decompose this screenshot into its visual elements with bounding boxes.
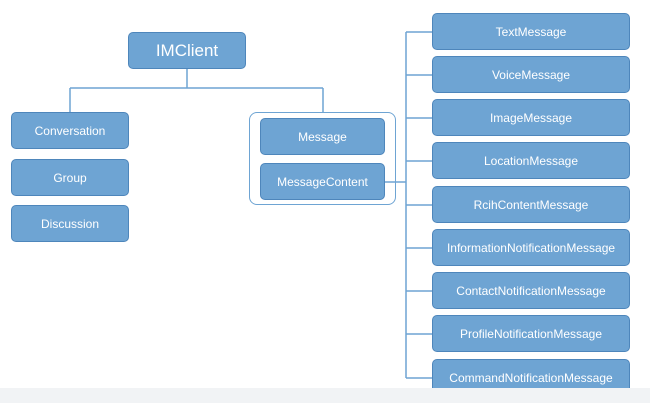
message-group-frame [249,112,396,205]
node-textmessage: TextMessage [432,13,630,50]
node-imclient: IMClient [128,32,246,69]
node-rcihcontentmessage: RcihContentMessage [432,186,630,223]
node-imagemessage: ImageMessage [432,99,630,136]
node-voicemessage: VoiceMessage [432,56,630,93]
node-contactnotificationmessage: ContactNotificationMessage [432,272,630,309]
node-message: Message [260,118,385,155]
node-discussion: Discussion [11,205,129,242]
node-group: Group [11,159,129,196]
bottom-strip [0,388,650,403]
node-messagecontent: MessageContent [260,163,385,200]
node-profilenotificationmessage: ProfileNotificationMessage [432,315,630,352]
node-locationmessage: LocationMessage [432,142,630,179]
node-informationnotificationmessage: InformationNotificationMessage [432,229,630,266]
node-conversation: Conversation [11,112,129,149]
